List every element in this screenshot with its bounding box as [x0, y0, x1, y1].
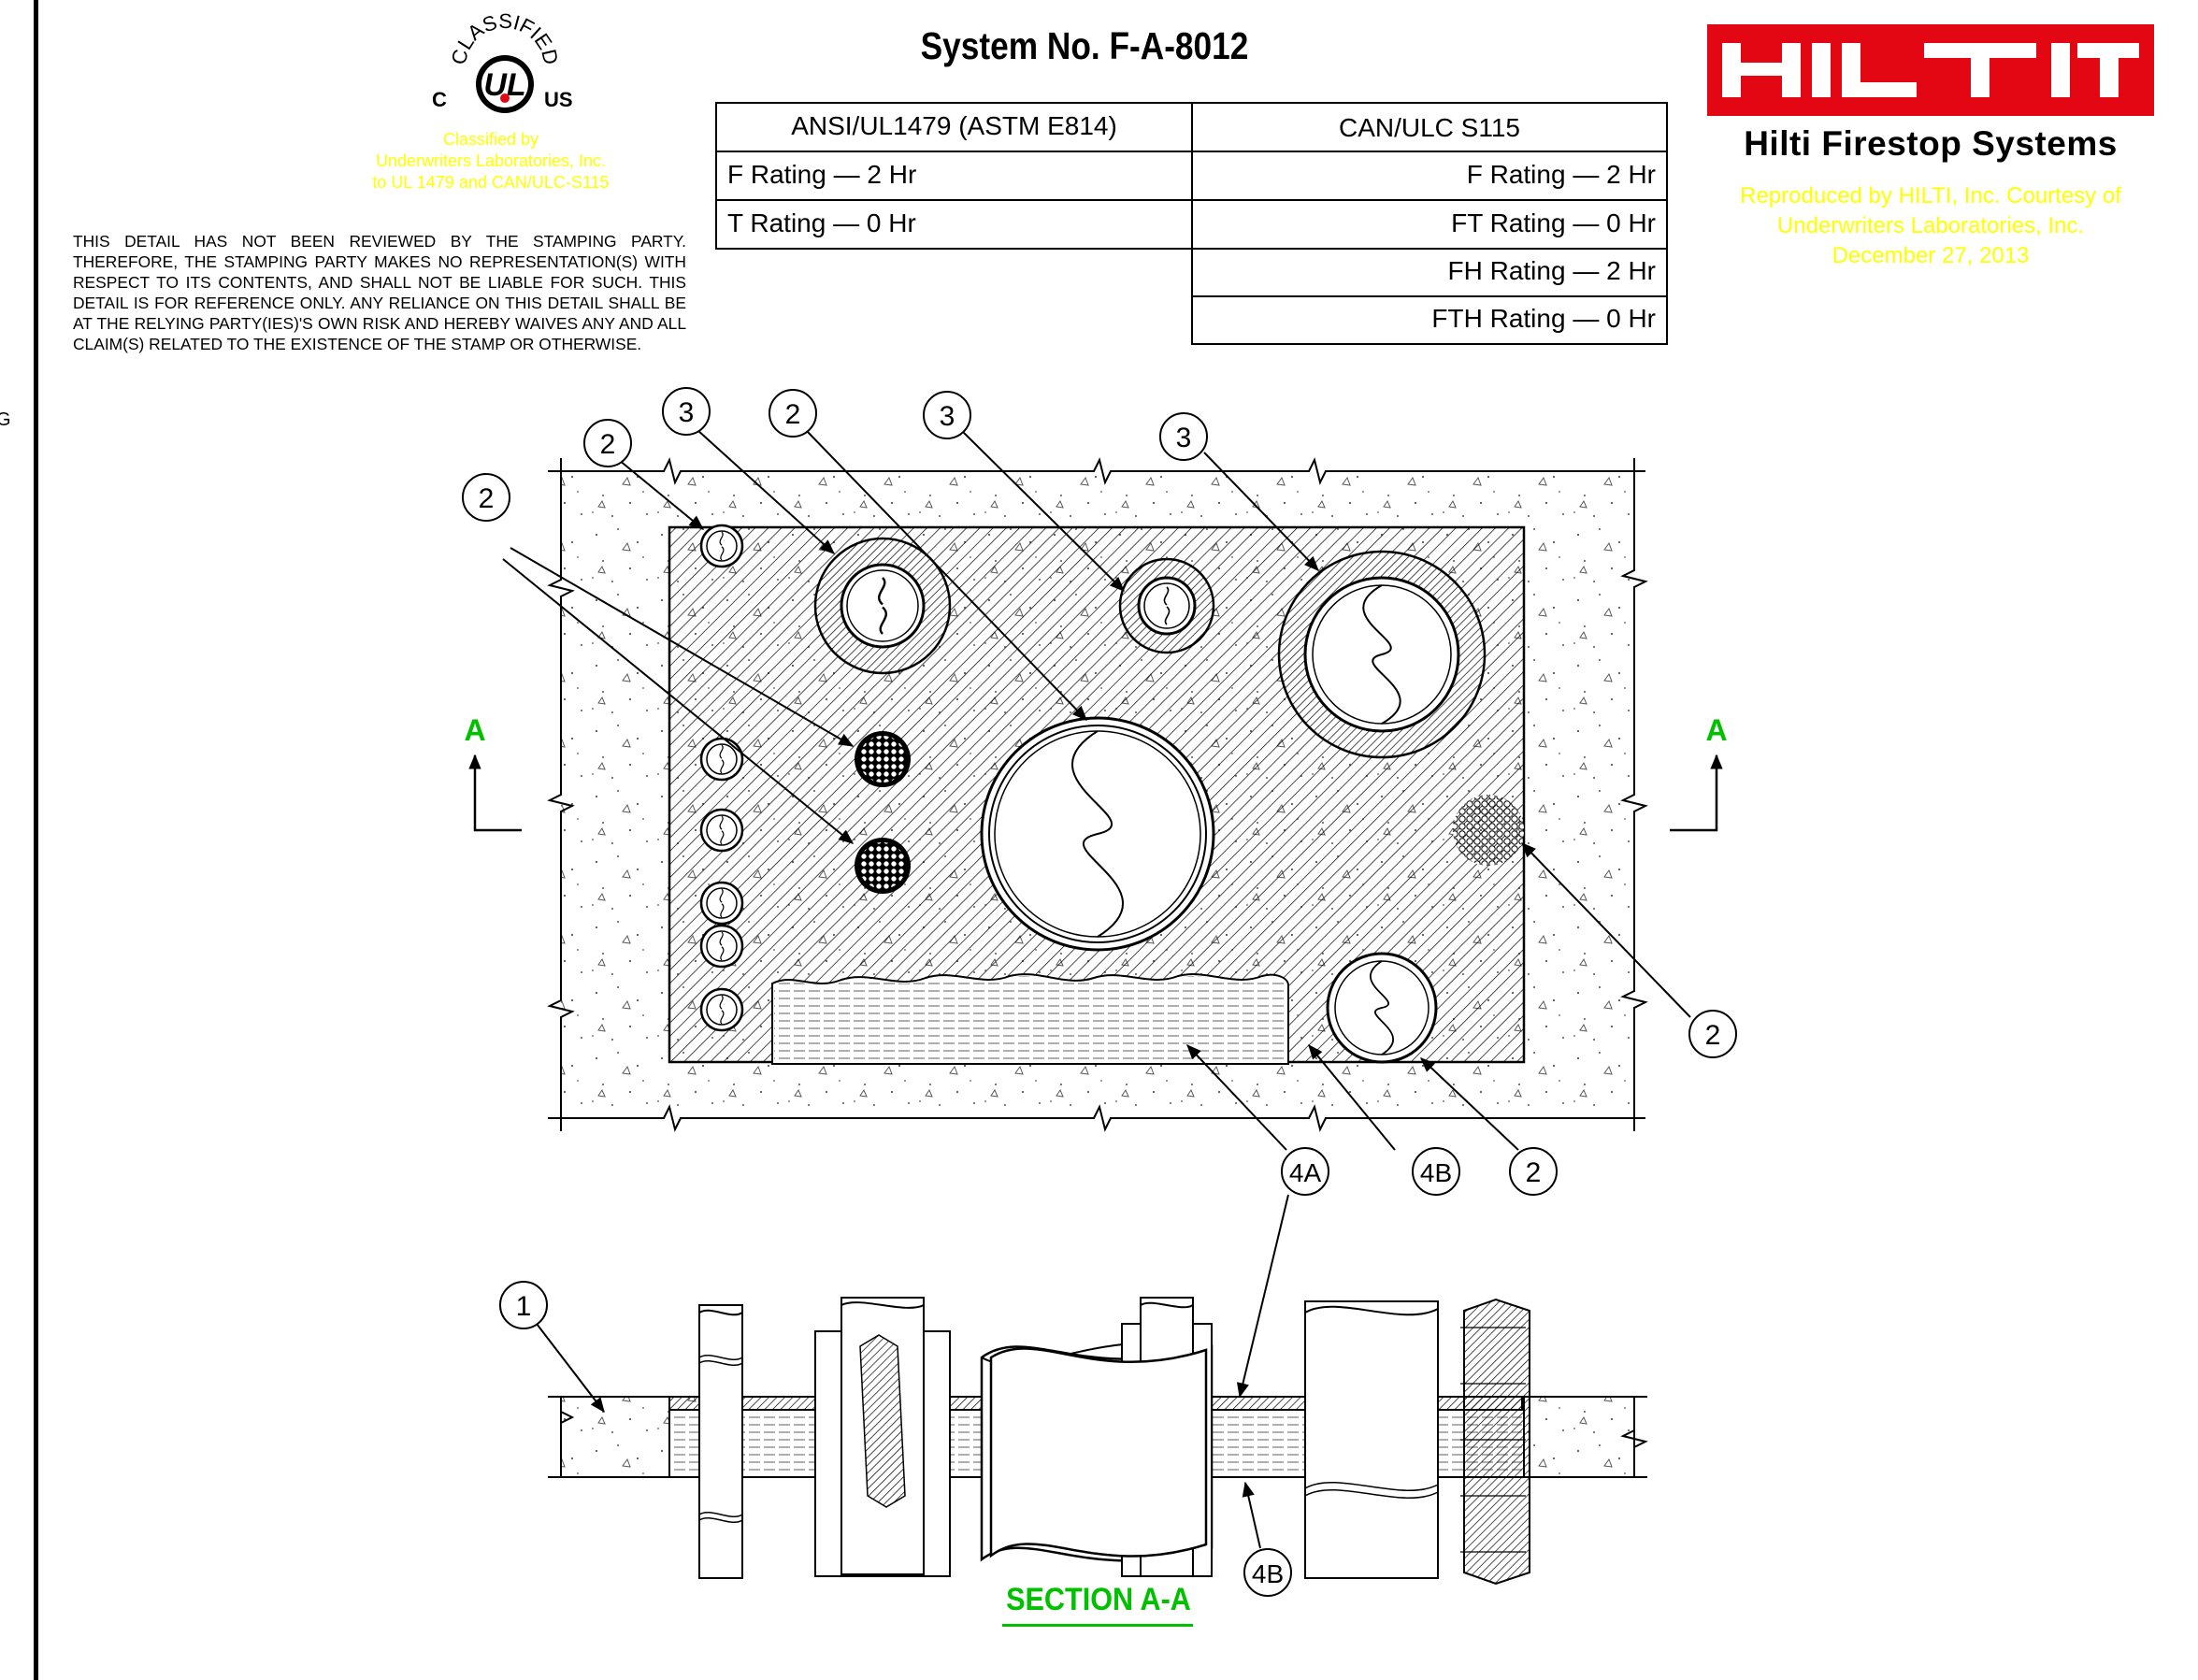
svg-text:3: 3: [1176, 423, 1192, 453]
cable-bundle: [1453, 795, 1524, 866]
ul-classification-note: Classified by Underwriters Laboratories,…: [346, 129, 636, 194]
table-cell-ulc-fh-rating: FH Rating — 2 Hr: [1447, 256, 1657, 285]
callout-1: 1: [499, 1281, 548, 1329]
svg-text:4B: 4B: [1420, 1158, 1452, 1187]
callout-2: 2: [462, 473, 510, 522]
table-cell-ulc-f-rating: F Rating — 2 Hr: [1466, 160, 1656, 189]
ul-note-line: to UL 1479 and CAN/ULC-S115: [372, 173, 610, 192]
hilti-subtitle: Hilti Firestop Systems: [1744, 124, 2118, 163]
section-marker-right: [1670, 754, 1723, 832]
left-edge-mark: G: [0, 409, 11, 430]
section-pipe-large-front: [989, 1347, 1208, 1558]
svg-text:2: 2: [1705, 1020, 1721, 1051]
reproduction-note-line: Reproduced by HILTI, Inc. Courtesy of: [1740, 183, 2121, 208]
section-leader-lines: [536, 1194, 1289, 1549]
mineral-wool-texture: [774, 976, 1286, 1064]
table-cell-ul-f-rating: F Rating — 2 Hr: [727, 160, 917, 189]
table-cell-ul-t-rating: T Rating — 0 Hr: [727, 208, 916, 237]
table-cell-ulc-fth-rating: FTH Rating — 0 Hr: [1431, 304, 1656, 333]
callout-3: 3: [662, 387, 711, 436]
hilti-logo: [1707, 24, 2154, 116]
reproduction-note-line: December 27, 2013: [1832, 243, 2030, 268]
callout-2: 2: [1509, 1147, 1558, 1196]
floor-break-lines: [547, 457, 1648, 1132]
ul-note-line: Underwriters Laboratories, Inc.: [375, 151, 607, 170]
insulated-pipe: [1277, 550, 1487, 759]
svg-text:2: 2: [479, 483, 495, 514]
system-title: System No. F-A-8012: [920, 24, 1249, 67]
section-label-right: A: [1705, 713, 1727, 747]
svg-text:2: 2: [1526, 1157, 1542, 1188]
section-view: 1 4B: [499, 1194, 1648, 1597]
ul-c-label: C: [432, 88, 447, 111]
ul-registered-dot: [500, 93, 510, 103]
callout-2: 2: [583, 419, 632, 467]
callout-3: 3: [923, 391, 971, 439]
cable-bundle: [855, 731, 911, 787]
section-pipe-insulated: [814, 1297, 951, 1577]
svg-text:4B: 4B: [1252, 1559, 1284, 1588]
svg-text:2: 2: [600, 429, 616, 460]
callout-4b: 4B: [1243, 1548, 1292, 1597]
ul-us-label: US: [544, 88, 573, 111]
cable-bundle: [855, 838, 911, 894]
small-pipe: [699, 524, 744, 568]
ratings-table-lines: [715, 102, 1668, 345]
section-marker-left: [468, 754, 522, 832]
svg-text:3: 3: [679, 397, 695, 428]
callout-4a: 4A: [1281, 1147, 1329, 1196]
ul-note-line: Classified by: [442, 130, 539, 149]
section-pipe-medium: [1304, 1300, 1439, 1579]
insulated-pipe: [1118, 557, 1215, 654]
small-pipe: [699, 881, 744, 926]
callout-4b: 4B: [1412, 1147, 1460, 1196]
reproduction-note: Reproduced by HILTI, Inc. Courtesy of Un…: [1674, 181, 2188, 271]
small-pipe: [699, 924, 744, 969]
plan-view: A A 2 2 3 2 3 3 2 4A 4B 2: [462, 387, 1737, 1196]
frame-border-line: [34, 0, 38, 1680]
svg-text:2: 2: [785, 399, 801, 430]
section-title: SECTION A-A: [1006, 1582, 1191, 1617]
section-label-left: A: [464, 713, 485, 747]
large-pipe: [980, 716, 1215, 952]
section-cable-bundle: [1460, 1298, 1530, 1586]
insulated-pipe: [813, 537, 952, 675]
svg-text:4A: 4A: [1289, 1158, 1322, 1187]
small-pipe: [699, 808, 744, 853]
ul-inner-circle: [481, 61, 528, 108]
medium-pipe: [1326, 952, 1438, 1064]
small-pipe: [699, 987, 744, 1032]
callout-2: 2: [769, 389, 817, 438]
section-pipe-small: [698, 1304, 743, 1579]
section-title-underline: [1002, 1624, 1193, 1627]
table-header-ul: ANSI/UL1479 (ASTM E814): [791, 111, 1117, 140]
disclaimer-text: THIS DETAIL HAS NOT BEEN REVIEWED BY THE…: [73, 232, 686, 353]
ul-classified-mark: CLASSIFIED UL C US: [432, 9, 573, 113]
callout-3: 3: [1159, 412, 1208, 461]
leader-lines: [502, 429, 1691, 1151]
hilti-logo-letters: [1722, 43, 2139, 97]
small-pipe: [699, 737, 744, 782]
callout-2: 2: [1688, 1010, 1737, 1058]
reproduction-note-line: Underwriters Laboratories, Inc.: [1776, 213, 2085, 238]
svg-text:1: 1: [516, 1291, 532, 1322]
table-cell-ulc-ft-rating: FT Rating — 0 Hr: [1451, 208, 1656, 237]
table-header-ulc: CAN/ULC S115: [1338, 113, 1520, 142]
svg-text:3: 3: [940, 401, 955, 432]
